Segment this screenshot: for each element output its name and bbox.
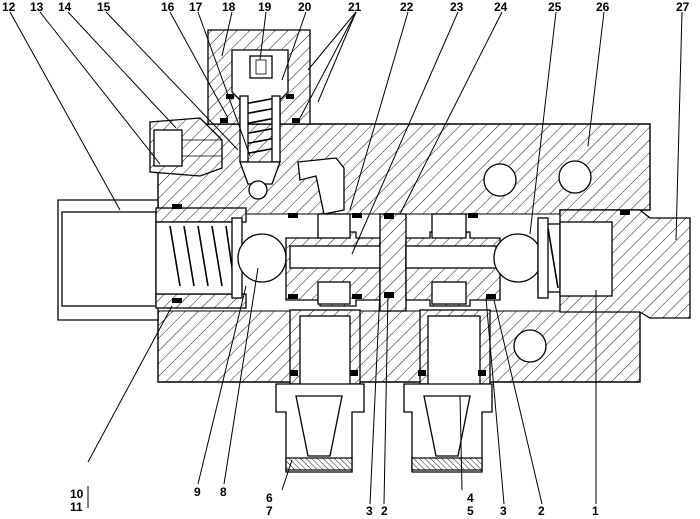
callout-15: 15 <box>97 0 111 14</box>
callout-26: 26 <box>596 0 610 14</box>
callouts-bottom: 10 11 9 8 6 7 3 2 4 5 3 2 1 <box>70 485 599 518</box>
leader-lines <box>9 11 683 508</box>
callout-14: 14 <box>58 0 72 14</box>
right-end-cap <box>559 209 691 319</box>
central-plug <box>379 213 407 312</box>
callouts-top: 12 13 14 15 16 17 18 19 20 21 22 23 24 2… <box>2 0 690 14</box>
callout-6: 6 <box>266 491 273 505</box>
callout-20: 20 <box>298 0 312 14</box>
callout-7: 7 <box>266 504 273 518</box>
left-end-cap <box>57 199 247 321</box>
callout-1: 1 <box>592 504 599 518</box>
callout-22: 22 <box>400 0 414 14</box>
left-spring-ball-assembly <box>155 217 287 299</box>
callout-4: 4 <box>467 491 474 505</box>
callout-8: 8 <box>220 485 227 499</box>
callout-19: 19 <box>258 0 272 14</box>
callout-17: 17 <box>189 0 203 14</box>
callout-13: 13 <box>30 0 44 14</box>
callout-21: 21 <box>348 0 362 14</box>
right-spool-assembly <box>405 213 501 307</box>
callout-9: 9 <box>194 485 201 499</box>
callout-3-right: 3 <box>500 504 507 518</box>
callout-24: 24 <box>494 0 508 14</box>
callout-5: 5 <box>467 504 474 518</box>
callout-3-left: 3 <box>366 504 373 518</box>
callout-18: 18 <box>222 0 236 14</box>
callout-11: 11 <box>70 500 83 514</box>
left-spool-assembly <box>285 213 381 307</box>
callout-10: 10 <box>70 487 84 501</box>
callout-25: 25 <box>548 0 562 14</box>
bottom-fitting-right <box>403 309 493 473</box>
callout-27: 27 <box>676 0 690 14</box>
callout-2-left: 2 <box>381 504 388 518</box>
callout-12: 12 <box>2 0 16 14</box>
side-fitting <box>149 117 223 177</box>
callout-16: 16 <box>161 0 175 14</box>
callout-2-right: 2 <box>538 504 545 518</box>
relief-valve-housing <box>207 29 311 200</box>
bottom-fitting-left <box>275 309 365 473</box>
callout-23: 23 <box>450 0 464 14</box>
